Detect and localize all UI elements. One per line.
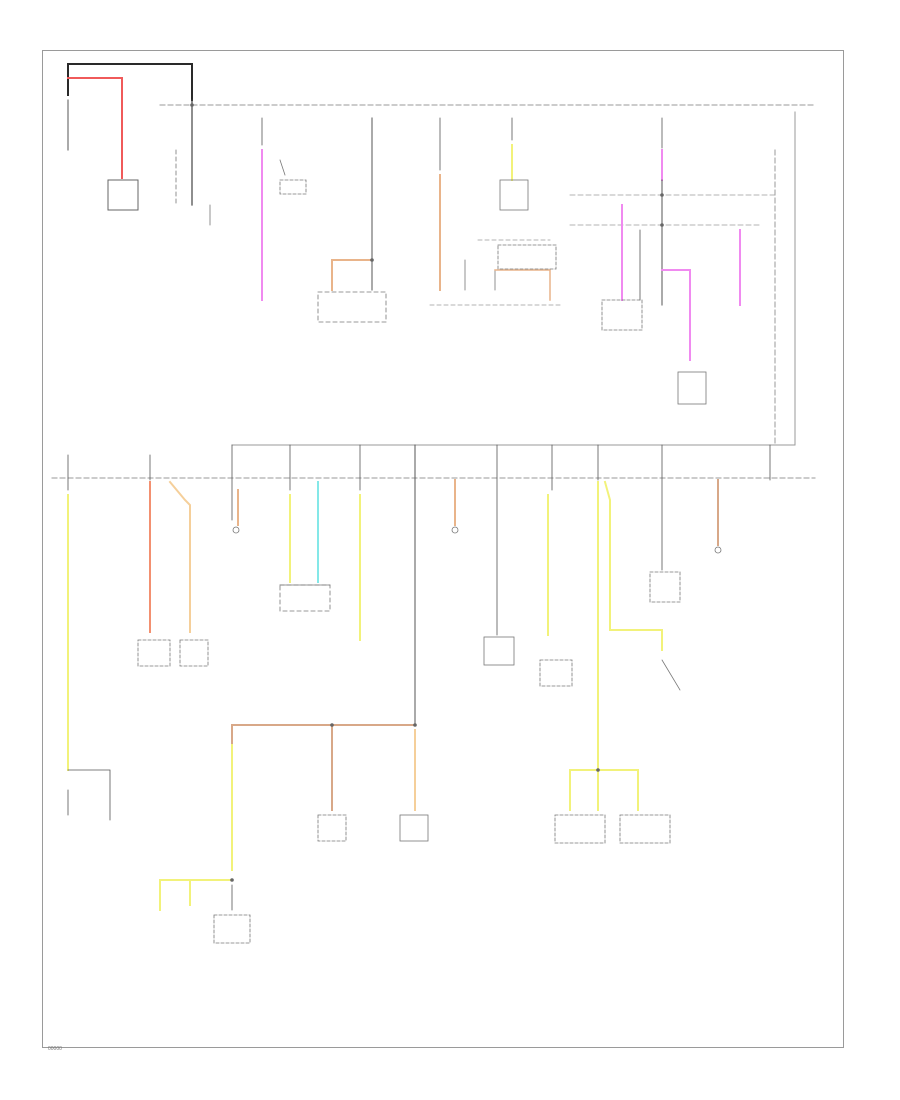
circuit-black-module: [483, 444, 515, 666]
battery-area: [67, 63, 211, 226]
circuit-left-yellow: [67, 454, 111, 821]
fuse-column-pink-right: [569, 117, 776, 405]
diagram-code: 00000: [48, 1046, 62, 1052]
fuse-column-yellow-top: [477, 117, 551, 241]
bus-nodes: [190, 103, 664, 882]
circuit-yellow-short: [539, 444, 573, 687]
upper-fuse-bus: [159, 104, 816, 446]
circuit-right-tan: [661, 444, 771, 571]
circuit-yellow-relay: [554, 444, 681, 844]
circuit-yellow-cyan: [279, 444, 331, 612]
circuit-ground-drop-1: [231, 444, 240, 534]
circuit-salmon-peach: [137, 454, 209, 667]
middle-fuse-bus: [51, 444, 816, 479]
fuse-column-pink: [261, 117, 307, 301]
fuse-column-orange: [429, 117, 561, 306]
circuit-ground-drop-2: [451, 479, 459, 534]
circuit-black-trunk: [231, 444, 429, 842]
fuse-column-relay: [317, 117, 387, 323]
circuit-lower-switches: [159, 744, 251, 944]
diagram-frame: [42, 50, 844, 1048]
